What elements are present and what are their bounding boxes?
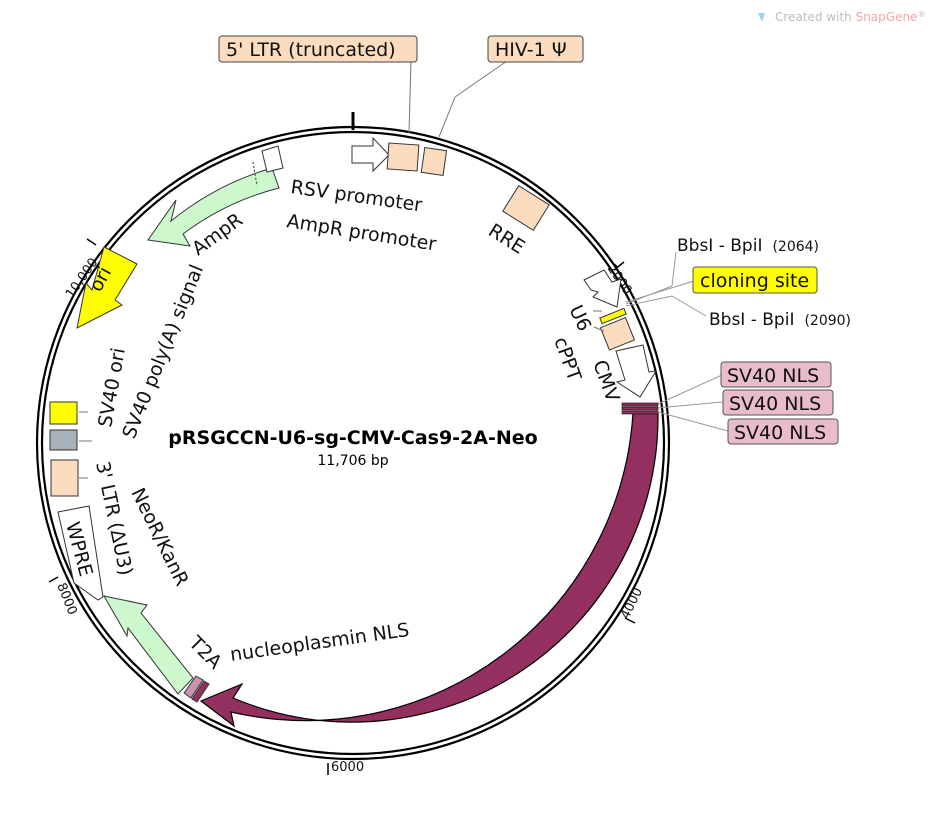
sv40-nls-label-1: SV40 NLS (727, 365, 819, 387)
sv40-polya-label: SV40 poly(A) signal (118, 262, 208, 442)
ltr5-box (386, 142, 420, 172)
hiv-psi-label-box (487, 35, 584, 63)
cmv-arrow (615, 344, 657, 398)
bbsi-site-1-name: BbsI - BpiI (677, 236, 762, 256)
sv40-polya-box (49, 429, 78, 451)
cloning-site-label-box (692, 266, 818, 294)
cmv-label: CMV (588, 357, 623, 405)
tick-label-8000: 8000 (53, 581, 79, 617)
neo-feature (103, 595, 194, 695)
u6-label: U6 (564, 302, 595, 335)
credit-brand: SnapGene (856, 10, 918, 24)
hiv-psi-label: HIV-1 Ψ (495, 39, 567, 61)
nls-bar-2 (621, 406, 659, 411)
bbsi-site-2-name: BbsI - BpiI (709, 310, 794, 330)
t2a-box (183, 675, 204, 699)
rsv-promoter-arrow (351, 136, 390, 173)
sv40-ori-box (49, 401, 78, 425)
bbsi-site-1: BbsI - BpiI (2064) (677, 236, 819, 256)
tick-mark-2000 (613, 261, 625, 271)
rre-label: RRE (484, 220, 528, 259)
hiv-psi-box (420, 147, 448, 176)
sv40-nls-box-3 (727, 418, 839, 445)
restriction-sites: BbsI - BpiI (2064) cloning site BbsI - Bp… (677, 236, 851, 330)
bbsi-site-2: BbsI - BpiI (2090) (709, 310, 851, 330)
sv40-nls-label-2: SV40 NLS (729, 393, 821, 415)
neo-label: NeoR/KanR (127, 485, 193, 590)
ori-arrow (76, 246, 138, 329)
neo-arrow (103, 595, 194, 695)
cppt-label: cPPT (549, 334, 585, 384)
cas9-feature: Cas9 (199, 412, 659, 728)
ampr-arrow (147, 167, 280, 247)
sv40-nls-boxes: SV40 NLS SV40 NLS SV40 NLS (720, 361, 839, 445)
svg-text:Created with SnapGene®: Created with SnapGene® (775, 10, 925, 24)
nls-bar-1 (621, 402, 659, 407)
rsv-promoter-label: RSV promoter (289, 176, 423, 216)
tick-mark-8000 (48, 576, 59, 583)
ltr3-box (50, 459, 79, 497)
right-features: U6 cPPT CMV (549, 251, 707, 405)
cloning-site-box (599, 307, 627, 325)
top-features: 5' LTR (truncated) HIV-1 Ψ RRE (218, 35, 584, 259)
sv40-nls-box-2 (722, 389, 834, 416)
nls-bar-3 (621, 410, 659, 415)
ltr5-label-box (218, 35, 418, 63)
cloning-site-label: cloning site (700, 270, 809, 292)
bbsi-site-1-position: (2064) (772, 239, 819, 255)
credit-mark: ® (917, 10, 925, 19)
left-features (49, 401, 92, 497)
ampr-promoter-arrow (261, 145, 284, 173)
nucleoplasmin-nls-label: nucleoplasmin NLS (229, 619, 411, 666)
backbone-inner-strand (40, 130, 666, 756)
tick-mark-10000 (86, 238, 97, 246)
t2a-label: T2A (184, 631, 226, 673)
ampr-promoter-label: AmpR promoter (285, 210, 438, 255)
plasmid-length: 11,706 bp (317, 453, 388, 469)
cas9-arrow (199, 412, 659, 728)
bbsi-site-2-position: (2090) (804, 313, 851, 329)
ori-feature: ori (76, 246, 138, 329)
rre-box (502, 185, 550, 231)
tick-label-6000: 6000 (331, 760, 364, 775)
nucleoplasmin-nls-box (191, 680, 210, 703)
snapgene-credit: Created with SnapGene® (758, 10, 925, 24)
wpre-box (57, 505, 104, 601)
t2a-feature: T2A nucleoplasmin NLS (183, 619, 411, 703)
ltr5-label: 5' LTR (truncated) (226, 39, 396, 61)
tick-label-4000: 4000 (618, 585, 646, 621)
sv40-nls-box-1 (720, 361, 832, 388)
credit-prefix: Created with (775, 10, 856, 24)
nls-bars (621, 374, 729, 432)
u6-arrow (583, 269, 622, 308)
snapgene-logo-icon (758, 13, 765, 22)
plasmid-name: pRSGCCN-U6-sg-CMV-Cas9-2A-Neo (168, 427, 537, 449)
wpre-feature: WPRE (57, 505, 104, 601)
sv40-nls-label-3: SV40 NLS (734, 422, 826, 444)
cppt-box (599, 316, 636, 351)
tick-mark-4000 (624, 617, 636, 624)
ltr3-label: 3' LTR (ΔU3) (91, 459, 137, 577)
